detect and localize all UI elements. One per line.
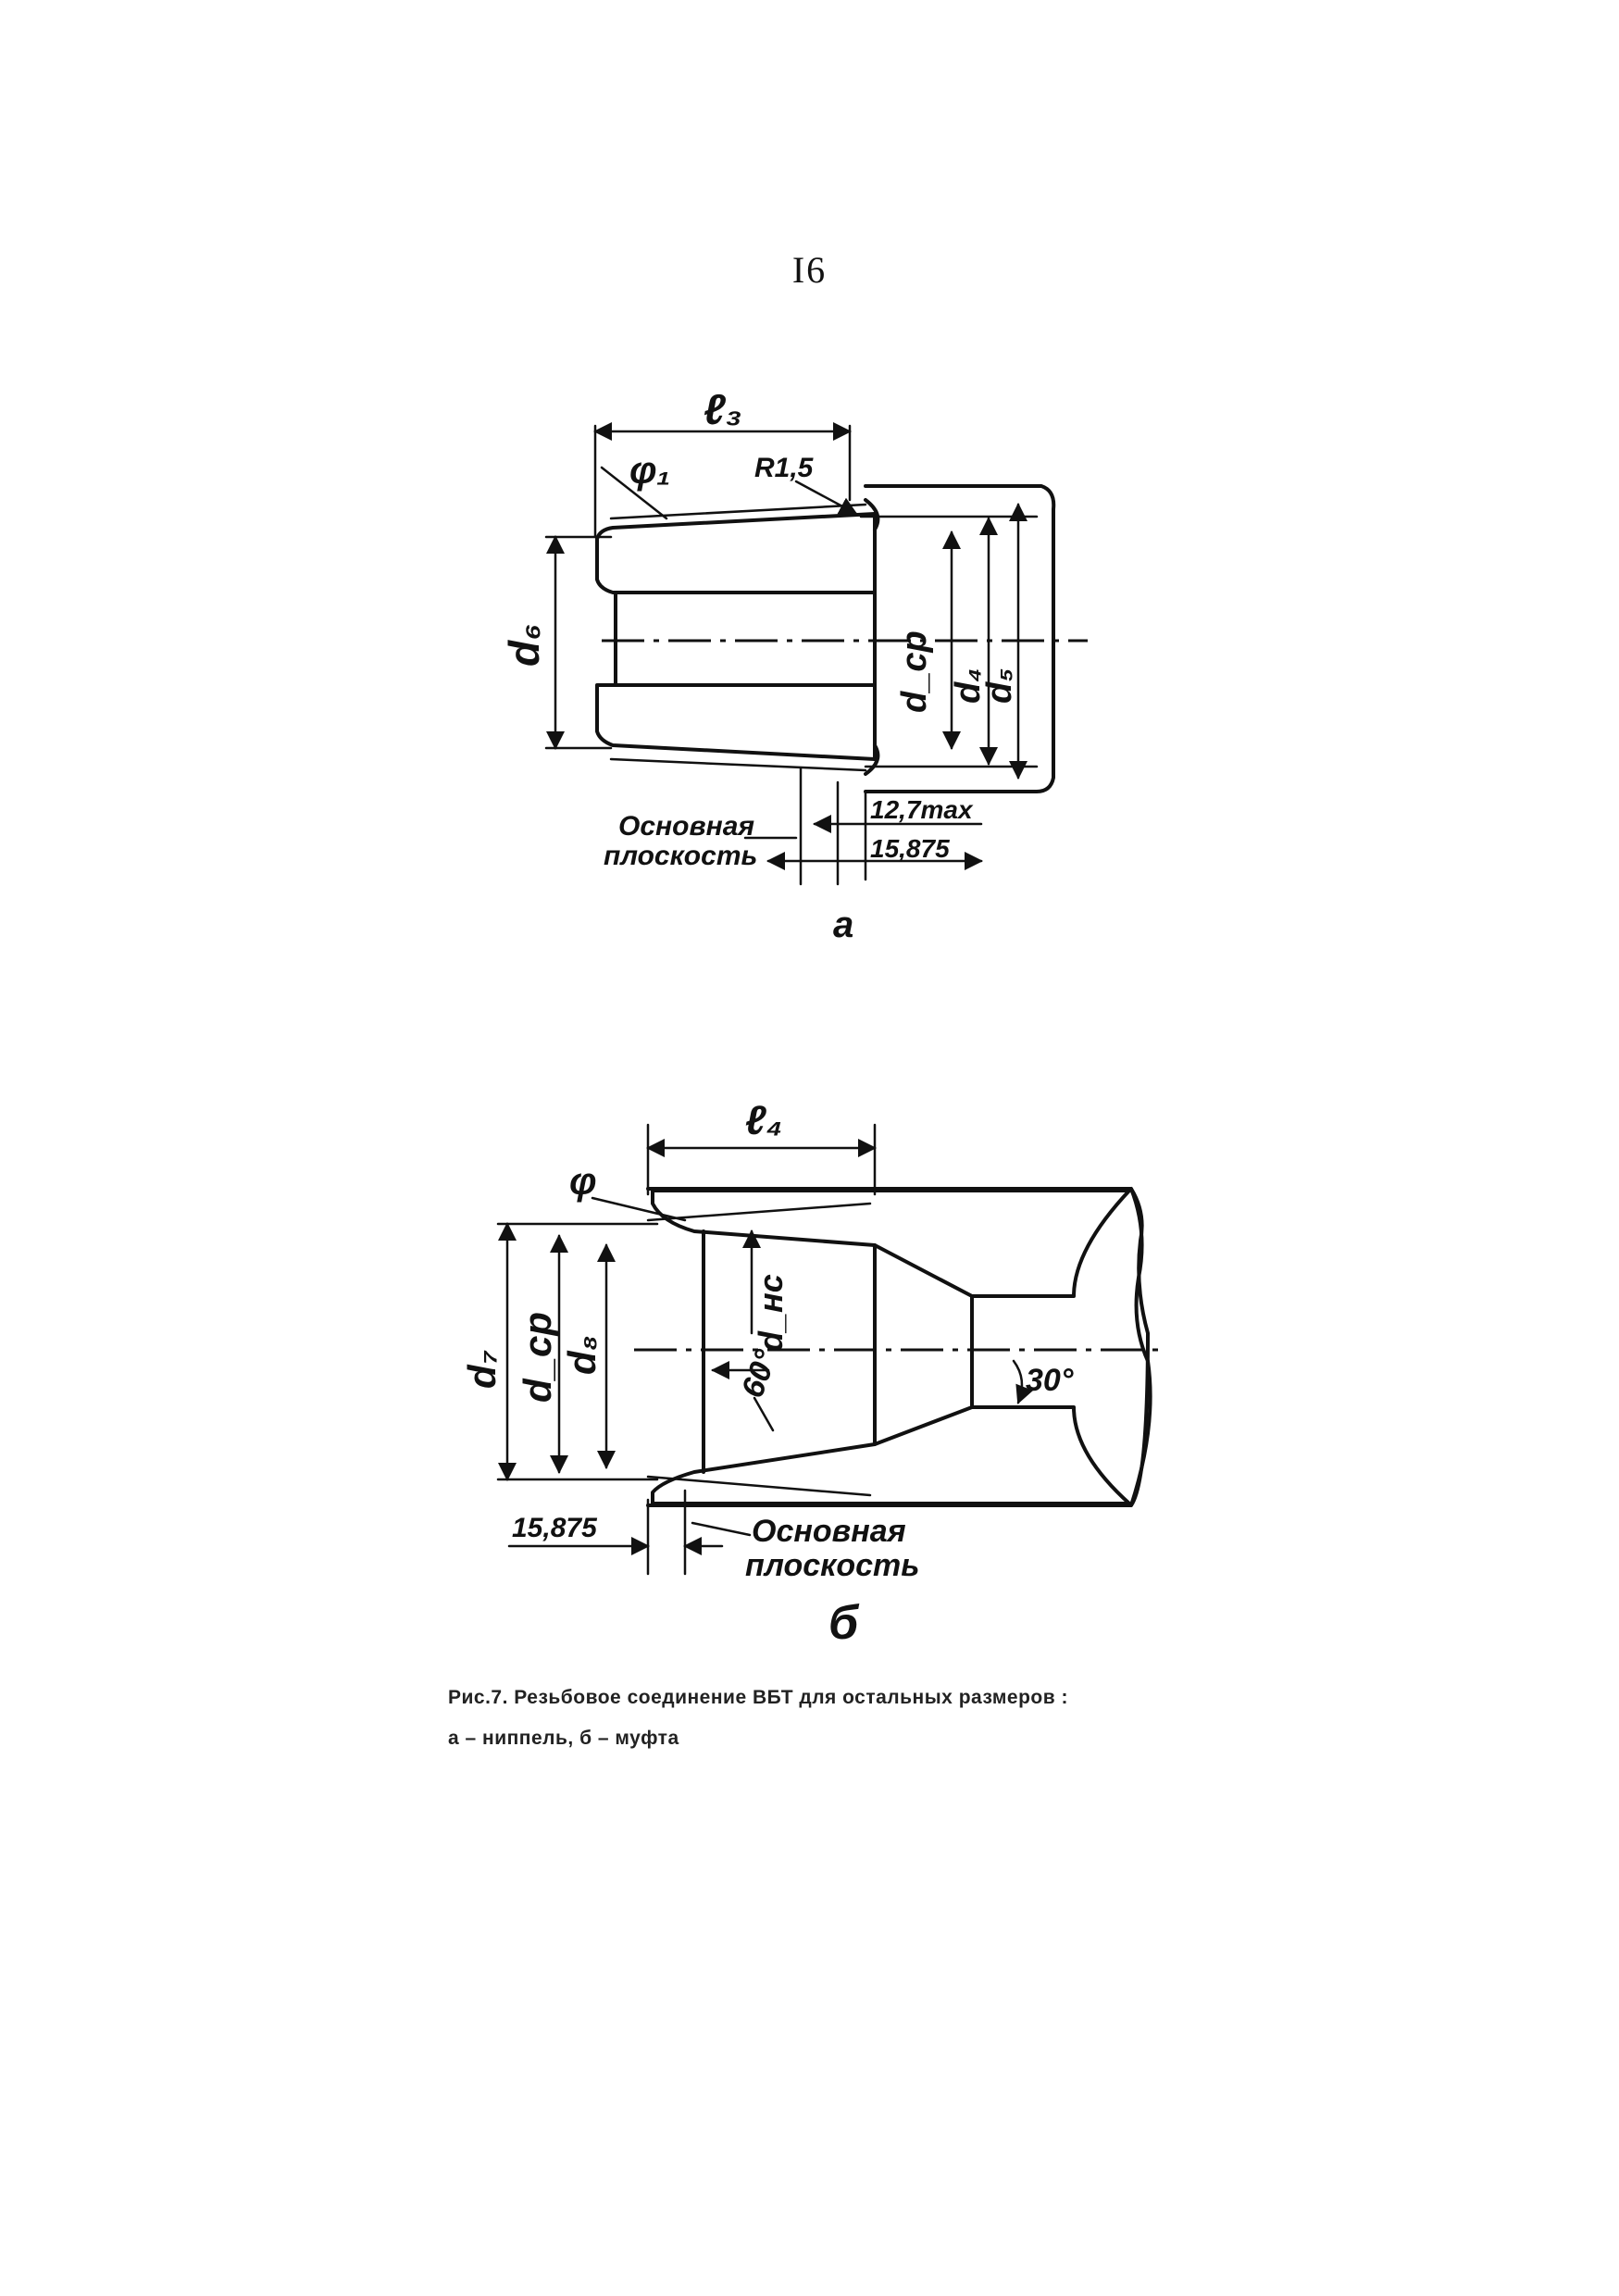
label-d8: d₈ [560, 1335, 604, 1375]
coupling-wall-bottom [651, 1405, 1131, 1505]
label-d7: d₇ [460, 1350, 504, 1389]
label-60deg: 60° [735, 1345, 784, 1403]
label-phi: φ [569, 1159, 597, 1203]
label-base-plane-b2: плоскость [745, 1548, 919, 1583]
label-base-plane-a1: Основная [618, 811, 754, 842]
caption-line-2: а – ниппель, б – муфта [448, 1728, 679, 1749]
label-30deg: 30° [1026, 1363, 1074, 1398]
figure-a-nipple: ℓ₃ φ₁ R1,5 d₆ d_ср d₄ d₅ 12,7max 15,875 … [500, 385, 1088, 945]
label-d6: d₆ [500, 624, 548, 667]
sublabel-a: а [833, 905, 853, 945]
figure-b-coupling: ℓ₄ φ d₇ d_ср d₈ d_нс 60° 30° 15,875 Осно… [460, 1098, 1166, 1650]
label-base-plane-a2: плоскость [604, 841, 757, 871]
coupling-wall-top [651, 1189, 1131, 1298]
label-base-plane-b1: Основная [752, 1514, 906, 1549]
caption-line-1: Рис.7. Резьбовое соединение ВБТ для оста… [448, 1687, 1068, 1708]
nipple-wall-bottom [595, 683, 877, 761]
label-dcp-b: d_ср [516, 1312, 559, 1403]
label-dnc: d_нс [752, 1274, 790, 1352]
label-d5: d₅ [980, 668, 1019, 704]
label-l4: ℓ₄ [745, 1098, 782, 1143]
label-dcp-a: d_ср [895, 630, 934, 713]
page-number: I6 [791, 249, 828, 291]
label-r15: R1,5 [754, 453, 815, 483]
label-15875-a: 15,875 [870, 834, 950, 863]
nipple-wall-top [595, 512, 877, 594]
coupling-outline-b [646, 1187, 1150, 1507]
figure-caption: Рис.7. Резьбовое соединение ВБТ для оста… [448, 1678, 1263, 1759]
label-phi1: φ₁ [629, 448, 670, 492]
label-127max: 12,7max [870, 795, 974, 824]
label-l3: ℓ₃ [704, 385, 742, 433]
coupling-outline-a [864, 484, 1056, 793]
label-15875-b: 15,875 [512, 1513, 598, 1543]
label-d4: d₄ [949, 668, 988, 704]
sublabel-b: б [828, 1596, 860, 1650]
